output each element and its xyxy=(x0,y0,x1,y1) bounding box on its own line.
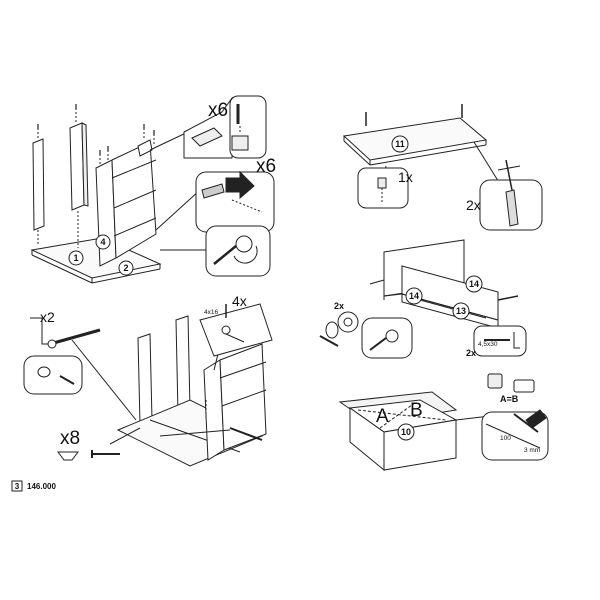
qty-dowels-label: x6 xyxy=(256,156,276,177)
screw-size-label: 4,5x30 xyxy=(478,341,498,348)
part-circles xyxy=(68,135,483,441)
callout-check-diagonal xyxy=(487,373,535,393)
hammer-icon xyxy=(525,409,547,429)
qty-cams-label: x6 xyxy=(208,100,228,121)
step-mid-right xyxy=(319,239,527,359)
qty-fitting-label: 1x xyxy=(398,169,413,185)
callout-turn-cam xyxy=(205,225,271,277)
divider-panel xyxy=(69,108,89,248)
dowel-icon xyxy=(201,183,225,199)
qty-nails-label: x8 xyxy=(60,428,80,449)
callout-drawer-cam xyxy=(319,311,359,347)
part-number: 2 xyxy=(123,263,128,273)
callout-pins xyxy=(199,303,273,357)
bolt-icon xyxy=(49,328,101,346)
callout-nailing xyxy=(481,409,549,461)
callout-dowel-drive xyxy=(479,159,543,231)
hex-key-icon xyxy=(30,317,50,345)
part-number: 4 xyxy=(100,237,105,247)
step-bottom-right xyxy=(338,373,549,472)
step-top-right xyxy=(342,104,543,231)
cam-lock-icon xyxy=(235,235,253,253)
dimension-label: 100 xyxy=(500,435,511,442)
part-number: 1 xyxy=(73,253,78,263)
shelf-unit-2 xyxy=(203,343,267,461)
callout-cap xyxy=(23,355,83,395)
page-number: 3 xyxy=(15,482,20,491)
qty-screws-label: x2 xyxy=(40,309,55,325)
qty-pins-label: 4x xyxy=(232,293,247,309)
part-number: 13 xyxy=(456,306,466,316)
step-bottom-left xyxy=(23,303,273,467)
screwdriver-icon xyxy=(213,245,237,265)
page-number-box xyxy=(11,480,23,492)
dowel-icon-2 xyxy=(505,189,519,227)
callout-drawer-screw xyxy=(473,325,527,357)
part-number: 11 xyxy=(395,139,405,149)
step-top-left xyxy=(30,95,275,284)
diagonal-a-label: A xyxy=(376,406,389,427)
qty-cams-label-2: 2x xyxy=(334,301,344,311)
part-number: 14 xyxy=(409,291,419,301)
callout-dowel-arrow xyxy=(195,170,275,233)
callout-fitting xyxy=(357,167,409,209)
qty-screws-label-2: 2x xyxy=(466,348,476,358)
equal-diagonals-label: A=B xyxy=(500,394,519,404)
callout-cam-fitting xyxy=(183,95,267,159)
part-number: 14 xyxy=(469,279,479,289)
insert-arrow-icon xyxy=(225,170,255,200)
qty-dowels-label-2: 2x xyxy=(466,197,481,213)
callout-drawer-turn xyxy=(361,317,413,359)
side-panel-left xyxy=(32,128,45,244)
callout-screw-bolt xyxy=(30,317,101,349)
pin-size-label: 4x16 xyxy=(204,309,218,316)
dimension-label: 3 mm xyxy=(524,447,540,454)
product-code: 146.000 xyxy=(27,482,56,491)
nail-icon xyxy=(57,450,120,461)
hex-key-icon-2 xyxy=(513,332,520,349)
diagonal-b-label: B xyxy=(410,400,423,421)
cam-housing-icon xyxy=(191,127,223,147)
part-number: 10 xyxy=(401,427,411,437)
